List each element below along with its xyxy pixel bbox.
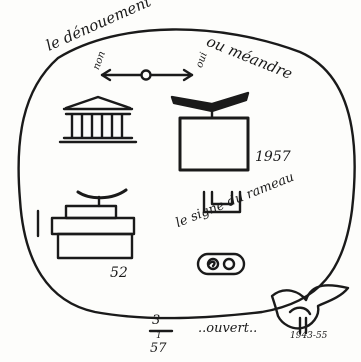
- fraction-middle: 1: [156, 332, 162, 341]
- open-caption: ..ouvert..: [198, 322, 257, 335]
- double-arrow-icon: [102, 70, 192, 80]
- spiral-sign-icon: [198, 254, 244, 274]
- temple-icon: [60, 97, 136, 142]
- number-label: 52: [110, 266, 128, 280]
- open-hand-icon: [272, 285, 348, 333]
- square-house-icon: [180, 118, 248, 170]
- fraction-denominator: 57: [150, 342, 167, 355]
- stacked-building-icon: [38, 190, 134, 258]
- fraction-numerator: 3: [152, 314, 160, 327]
- hand-year-label: 1943-55: [290, 332, 327, 341]
- year-label: 1957: [255, 150, 291, 164]
- butterfly-roof-icon: [172, 93, 248, 117]
